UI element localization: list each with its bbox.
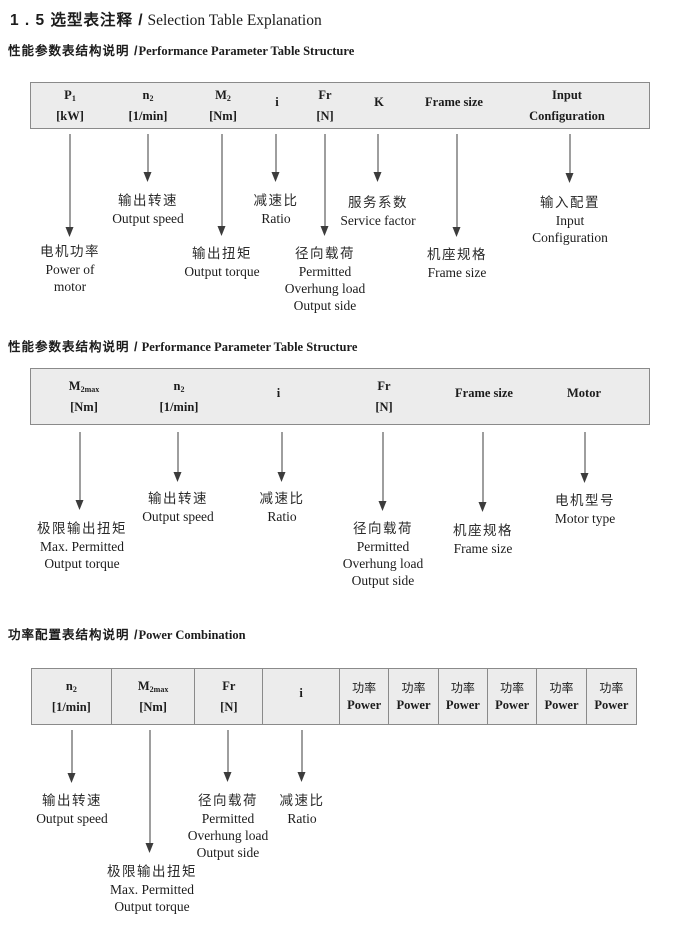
cell-frame-size: Frame size [425, 95, 483, 109]
down-arrow-icon [145, 730, 155, 853]
section2-heading-en: Performance Parameter Table Structure [138, 340, 358, 354]
down-arrow-icon [223, 730, 233, 782]
callout-overhung-load: 径向载荷 Permitted Overhung load Output side [284, 246, 366, 313]
page-title-en: Selection Table Explanation [143, 12, 322, 29]
performance-table-2: M2max [Nm] n2 [1/min] i Fr [N] Frame siz… [30, 368, 650, 425]
callout-ratio: 减速比 Ratio [259, 491, 305, 524]
cell-frame-size: Frame size [455, 386, 513, 400]
cell-fr: Fr [N] [375, 379, 393, 414]
section2-heading-zh: 性能参数表结构说明 / [8, 340, 139, 354]
section3-heading: 功率配置表结构说明 /Power Combination [8, 624, 246, 643]
cell-i: i [276, 386, 281, 400]
cell-power-1: 功率 Power [340, 669, 390, 724]
callout-output-torque: 输出扭矩 Output torque [184, 246, 260, 279]
callout-motor-type: 电机型号 Motor type [554, 493, 616, 526]
section1-heading: 性能参数表结构说明 /Performance Parameter Table S… [8, 40, 354, 59]
down-arrow-icon [217, 134, 227, 236]
callout-service-factor: 服务系数 Service factor [340, 195, 416, 228]
cell-power-4: 功率 Power [488, 669, 538, 724]
callout-output-speed: 输出转速 Output speed [142, 491, 214, 524]
callout-frame-size: 机座规格 Frame size [427, 247, 487, 280]
down-arrow-icon [173, 432, 183, 482]
power-combination-table: n2 [1/min] M2max [Nm] Fr [N] i 功率 Power … [31, 668, 637, 725]
callout-max-output-torque: 极限输出扭矩 Max. Permitted Output torque [107, 864, 197, 914]
callout-overhung-load: 径向载荷 Permitted Overhung load Output side [187, 793, 269, 860]
cell-n2: n2 [1/min] [32, 669, 112, 724]
cell-p1: P1 [kW] [56, 88, 84, 123]
section1-heading-zh: 性能参数表结构说明 / [8, 44, 139, 58]
cell-n2: n2 [1/min] [128, 88, 168, 123]
section3-heading-zh: 功率配置表结构说明 / [8, 628, 139, 642]
cell-fr: Fr [N] [316, 88, 334, 123]
down-arrow-icon [143, 134, 153, 182]
section2-heading: 性能参数表结构说明 / Performance Parameter Table … [8, 336, 357, 355]
cell-fr: Fr [N] [195, 669, 264, 724]
callout-max-output-torque: 极限输出扭矩 Max. Permitted Output torque [37, 521, 127, 571]
page-title: 1 . 5 选型表注释 / Selection Table Explanatio… [10, 8, 322, 30]
cell-i: i [263, 669, 340, 724]
performance-table-1: P1 [kW] n2 [1/min] M2 [Nm] i Fr [N] K Fr… [30, 82, 650, 129]
down-arrow-icon [378, 432, 388, 511]
cell-input-config: Input Configuration [529, 88, 605, 123]
cell-m2max: M2max [Nm] [68, 379, 100, 414]
callout-power-of-motor: 电机功率 Power of motor [40, 244, 100, 294]
down-arrow-icon [580, 432, 590, 483]
down-arrow-icon [373, 134, 383, 182]
cell-motor: Motor [566, 386, 601, 400]
cell-power-6: 功率 Power [594, 681, 629, 712]
page-title-zh: 1 . 5 选型表注释 / [10, 12, 144, 29]
section3-heading-en: Power Combination [138, 628, 246, 642]
down-arrow-icon [297, 730, 307, 782]
cell-m2: M2 [Nm] [209, 88, 237, 123]
callout-output-speed: 输出转速 Output speed [112, 193, 184, 226]
cell-power-3: 功率 Power [439, 669, 489, 724]
callout-overhung-load: 径向载荷 Permitted Overhung load Output side [342, 521, 424, 588]
cell-power-2: 功率 Power [389, 669, 439, 724]
down-arrow-icon [65, 134, 75, 237]
cell-m2max: M2max [Nm] [112, 669, 196, 724]
section1-heading-en: Performance Parameter Table Structure [138, 44, 355, 58]
callout-ratio: 减速比 Ratio [253, 193, 299, 226]
callout-input-configuration: 输入配置 Input Configuration [532, 195, 608, 245]
cell-k: K [374, 95, 384, 109]
cell-i: i [275, 95, 279, 109]
cell-power-5: 功率 Power [537, 669, 587, 724]
down-arrow-icon [478, 432, 488, 512]
callout-output-speed: 输出转速 Output speed [36, 793, 108, 826]
down-arrow-icon [320, 134, 330, 236]
down-arrow-icon [565, 134, 575, 183]
down-arrow-icon [67, 730, 77, 783]
callout-ratio: 减速比 Ratio [279, 793, 325, 826]
down-arrow-icon [271, 134, 281, 182]
down-arrow-icon [75, 432, 85, 510]
down-arrow-icon [452, 134, 462, 237]
cell-n2: n2 [1/min] [159, 379, 199, 414]
down-arrow-icon [277, 432, 287, 482]
callout-frame-size: 机座规格 Frame size [453, 523, 513, 556]
